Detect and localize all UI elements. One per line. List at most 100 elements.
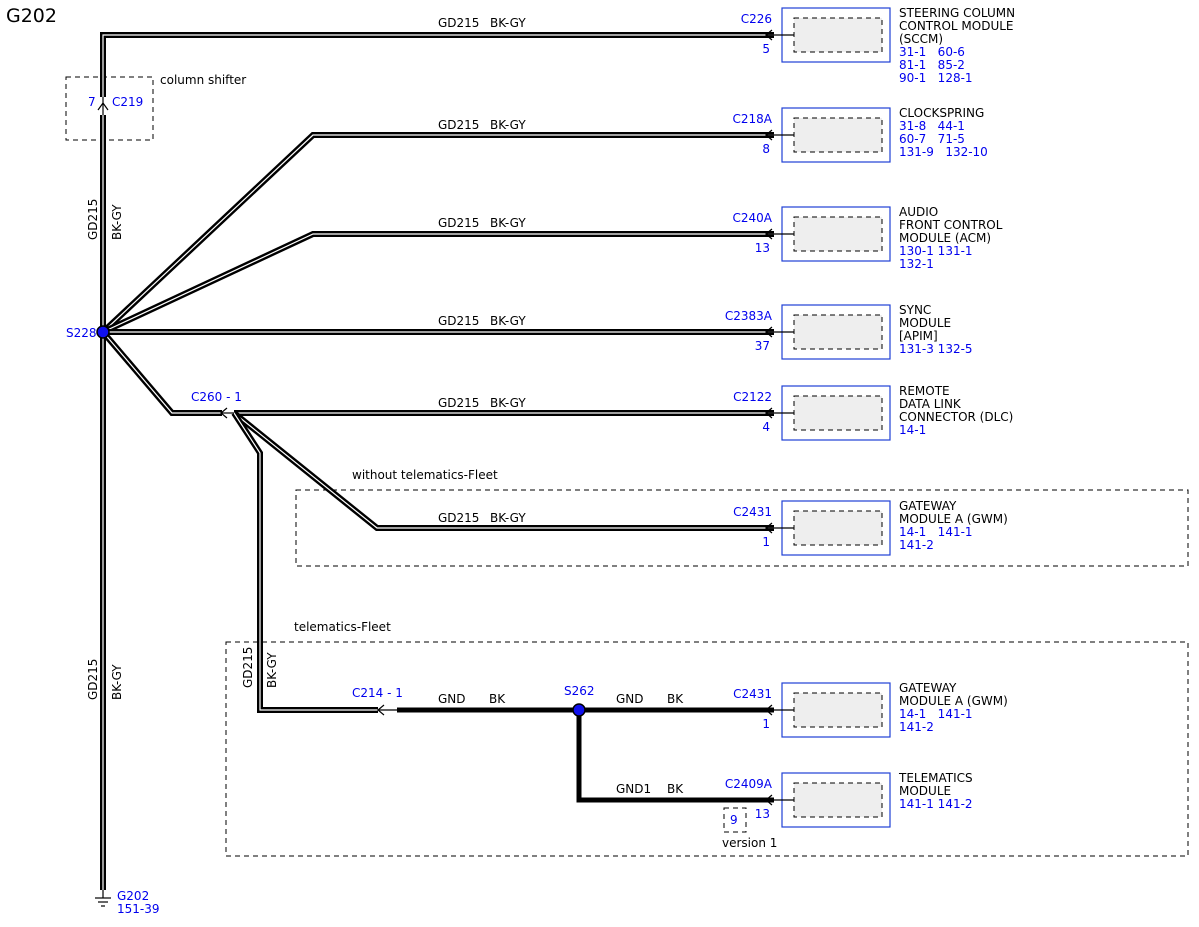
ground-name: G202 bbox=[117, 889, 149, 903]
module-name-line: REMOTE bbox=[899, 384, 950, 398]
connector-label: C2383A bbox=[725, 309, 773, 323]
module-name-line: TELEMATICS bbox=[898, 771, 973, 785]
gnd-color-label: BK bbox=[667, 692, 684, 706]
module-ref-line[interactable]: 14-1 141-1 bbox=[899, 707, 973, 721]
module-name-line: STEERING COLUMN bbox=[899, 6, 1015, 20]
main-wire-color-label: BK-GY bbox=[110, 204, 124, 240]
module-name-line: CONTROL MODULE bbox=[899, 19, 1014, 33]
module-ref-line[interactable]: 132-1 bbox=[899, 257, 934, 271]
module-name-line: MODULE bbox=[899, 316, 951, 330]
module-inner-outline bbox=[793, 314, 883, 350]
gnd-circuit-label: GND bbox=[616, 692, 644, 706]
wire-color-label: BK-GY bbox=[490, 16, 526, 30]
module-name-line: CONNECTOR (DLC) bbox=[899, 410, 1013, 424]
gnd-wires bbox=[397, 707, 774, 803]
module-ref-line[interactable]: 130-1 131-1 bbox=[899, 244, 973, 258]
telematics-fleet-label: telematics-Fleet bbox=[294, 620, 391, 634]
module-name-line: MODULE A (GWM) bbox=[899, 512, 1008, 526]
module-ref-line[interactable]: 141-2 bbox=[899, 720, 934, 734]
wire-circuit-label: GD215 bbox=[438, 396, 479, 410]
connector-pin: 5 bbox=[762, 42, 770, 56]
module-inner-outline bbox=[793, 692, 883, 728]
main-wire-circuit-label: GD215 bbox=[86, 199, 100, 240]
c260-connector[interactable] bbox=[220, 407, 234, 419]
module-ref-line[interactable]: 141-2 bbox=[899, 538, 934, 552]
module-name-line: (SCCM) bbox=[899, 32, 943, 46]
module-name-line: FRONT CONTROL bbox=[899, 218, 1003, 232]
module-name-line: DATA LINK bbox=[899, 397, 962, 411]
c214-connector[interactable] bbox=[377, 704, 397, 716]
module-ref-line[interactable]: 131-9 132-10 bbox=[899, 145, 988, 159]
splice-s228-label: S228 bbox=[66, 326, 97, 340]
module-name-line: MODULE bbox=[899, 784, 951, 798]
wire-circuit-label: GD215 bbox=[438, 511, 479, 525]
telematics-fleet-box bbox=[225, 641, 1189, 857]
connector-pin: 13 bbox=[755, 241, 770, 255]
connector-pin: 4 bbox=[762, 420, 770, 434]
wire-circuit-label: GD215 bbox=[438, 216, 479, 230]
wire-color-label: BK-GY bbox=[490, 118, 526, 132]
connector-label: C2431 bbox=[733, 505, 772, 519]
wire-color-label: BK-GY bbox=[490, 314, 526, 328]
module-name-line: GATEWAY bbox=[899, 499, 957, 513]
module-ref-line[interactable]: 31-1 60-6 bbox=[899, 45, 965, 59]
connector-label: C2409A bbox=[725, 777, 773, 791]
wire-circuit-label: GD215 bbox=[438, 314, 479, 328]
connector-label: C226 bbox=[741, 12, 772, 26]
connector-arrow-icon bbox=[765, 407, 794, 419]
module-name-line: [APIM] bbox=[899, 329, 938, 343]
module-name-line: AUDIO bbox=[899, 205, 938, 219]
c219-connector[interactable] bbox=[97, 97, 109, 115]
connector-pin: 1 bbox=[762, 717, 770, 731]
gnd1-color-label: BK bbox=[667, 782, 684, 796]
diagram-title: G202 bbox=[6, 5, 57, 27]
connector-pin: 8 bbox=[762, 142, 770, 156]
gnd-color-label: BK bbox=[489, 692, 506, 706]
connector-arrow-icon bbox=[765, 522, 794, 534]
splice-s262-dot[interactable] bbox=[572, 703, 586, 717]
module-ref-line[interactable]: 60-7 71-5 bbox=[899, 132, 965, 146]
branch-wire-circuit-label: GD215 bbox=[241, 647, 255, 688]
module-name-line: MODULE A (GWM) bbox=[899, 694, 1008, 708]
lower-wire-color-label: BK-GY bbox=[110, 664, 124, 700]
c214-label: C214 - 1 bbox=[352, 686, 403, 700]
module-ref-line[interactable]: 31-8 44-1 bbox=[899, 119, 965, 133]
wire-color-label: BK-GY bbox=[490, 396, 526, 410]
wire-color-label: BK-GY bbox=[490, 216, 526, 230]
module-ref-line[interactable]: 90-1 128-1 bbox=[899, 71, 973, 85]
module-ref-line[interactable]: 141-1 141-2 bbox=[899, 797, 973, 811]
c219-pin: 7 bbox=[88, 95, 96, 109]
connector-label: C218A bbox=[733, 112, 773, 126]
connector-label: C240A bbox=[733, 211, 773, 225]
splice-s228-dot[interactable] bbox=[96, 325, 110, 339]
connector-pin: 13 bbox=[755, 807, 770, 821]
module-name-line: CLOCKSPRING bbox=[899, 106, 984, 120]
module-ref-line[interactable]: 81-1 85-2 bbox=[899, 58, 965, 72]
module-inner-outline bbox=[793, 395, 883, 431]
without-telematics-box bbox=[295, 489, 1189, 567]
connector-label: C2122 bbox=[733, 390, 772, 404]
ground-ref: 151-39 bbox=[117, 902, 160, 916]
horizontal-wire-labels: GD215 BK-GY GD215 BK-GY GD215 BK-GY GD21… bbox=[438, 16, 684, 796]
module-name-line: MODULE (ACM) bbox=[899, 231, 991, 245]
without-telematics-label: without telematics-Fleet bbox=[352, 468, 498, 482]
module-ref-line[interactable]: 14-1 141-1 bbox=[899, 525, 973, 539]
module-inner-outline bbox=[793, 117, 883, 153]
version-box bbox=[723, 807, 747, 833]
wire-color-label: BK-GY bbox=[490, 511, 526, 525]
module-ref-line[interactable]: 131-3 132-5 bbox=[899, 342, 973, 356]
module-inner-outline bbox=[793, 510, 883, 546]
version-label: version 1 bbox=[722, 836, 777, 850]
module-ref-line[interactable]: 14-1 bbox=[899, 423, 926, 437]
module-inner-outline bbox=[793, 17, 883, 53]
